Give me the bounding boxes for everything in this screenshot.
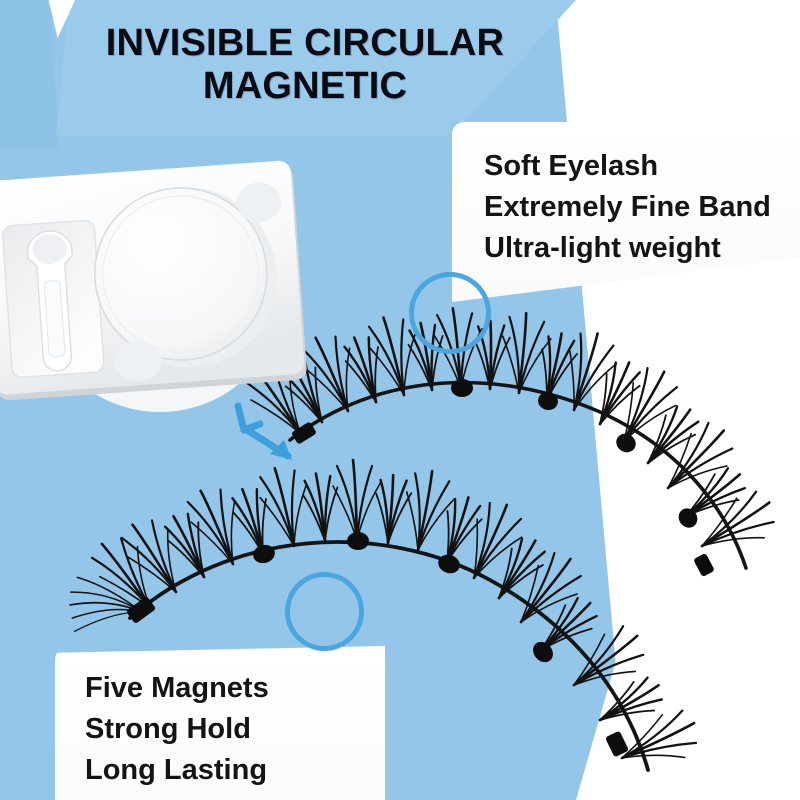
blister-tray [0,160,307,401]
thumb-notch [236,182,281,223]
magnet [694,553,714,577]
feature-line: Soft Eyelash [484,150,659,182]
magnet [538,391,558,411]
magnet [451,379,473,397]
magnet [533,641,553,663]
headline-title: INVISIBLE CIRCULAR MAGNETIC [105,22,505,107]
callout-bottom-left-lines: Five Magnets Strong Hold Long Lasting [85,668,269,792]
callout-features-bottom-left: Five Magnets Strong Hold Long Lasting [55,646,385,800]
magnet [292,422,316,444]
magnet [605,731,629,757]
lash-strip-upper [235,305,785,577]
callout-top-right-lines: Soft Eyelash Extremely Fine Band Ultra-l… [484,146,771,270]
feature-line: Strong Hold [85,713,251,746]
magnet [253,544,275,564]
magnet [438,554,460,574]
magnet [347,532,369,550]
magnet [126,597,156,623]
band-closeup-ring-icon [285,572,364,651]
feature-line: Ultra-light weight [484,232,721,265]
feature-line: Five Magnets [85,672,269,704]
applicator-cavity [1,219,105,379]
magnet [616,433,636,453]
package-to-lash-arrow-icon [234,402,292,460]
magnet [678,508,698,528]
lashes-illustration [48,305,785,782]
banner-left-wedge [0,0,60,150]
feature-line: Long Lasting [85,754,268,787]
round-case-compartment [93,187,278,368]
magnet-closeup-ring-icon [409,272,491,354]
product-package [0,160,307,412]
thumb-notch [113,341,162,382]
lash-strip-lower [48,458,707,782]
feature-line: Extremely Fine Band [484,191,771,224]
